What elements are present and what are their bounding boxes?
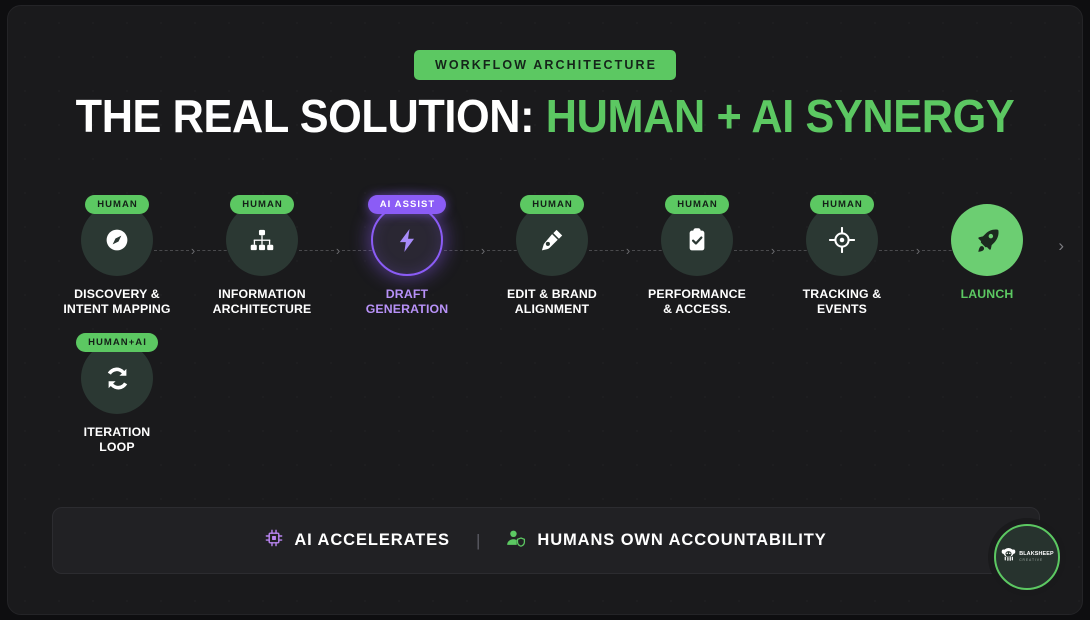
refresh-icon — [104, 365, 131, 392]
node-circle-wrap — [806, 204, 878, 276]
connector-dash — [777, 249, 812, 251]
connector-5: › — [734, 242, 812, 258]
cpu-chip-icon — [265, 529, 283, 552]
node-circle — [81, 342, 153, 414]
user-shield-icon — [506, 529, 526, 552]
connector-chevron-icon: › — [335, 242, 341, 258]
node-circle-wrap — [951, 204, 1023, 276]
node-label: DRAFT GENERATION — [365, 287, 449, 316]
node-badge: HUMAN — [85, 195, 149, 214]
brand-subtitle: CREATIVE — [1019, 557, 1044, 562]
summary-label-humans: HUMANS OWN ACCOUNTABILITY — [537, 531, 827, 549]
brand-logo-inner: BLAKSHEEP CREATIVE — [1000, 546, 1054, 568]
connector-4: › — [589, 242, 667, 258]
brand-logo-bubble[interactable]: BLAKSHEEP CREATIVE — [994, 524, 1060, 590]
pen-nib-icon — [539, 227, 565, 253]
rocket-icon — [973, 226, 1001, 254]
node-label: LAUNCH — [960, 287, 1014, 301]
connector-chevron-icon: › — [190, 242, 196, 258]
node-badge: AI ASSIST — [367, 195, 447, 214]
flow-scroll-right-chevron-icon[interactable]: › — [1058, 236, 1064, 255]
node-badge: HUMAN — [520, 195, 584, 214]
summary-card: AI ACCELERATES | HUMANS OWN ACCOUNTABILI… — [52, 507, 1040, 574]
node-circle — [226, 204, 298, 276]
node-circle — [951, 204, 1023, 276]
connector-chevron-icon: › — [625, 242, 631, 258]
eyebrow-container: WORKFLOW ARCHITECTURE — [8, 50, 1082, 80]
node-circle — [371, 204, 443, 276]
connector-chevron-icon: › — [770, 242, 776, 258]
connector-dash — [154, 249, 189, 251]
node-circle-wrap — [516, 204, 588, 276]
flow-node-launch[interactable]: LAUNCH — [912, 194, 1062, 302]
flow-node-draft-generation[interactable]: AI ASSIST DRAFT GENERATION — [332, 194, 482, 317]
connector-dash — [299, 249, 334, 251]
flow-node-information-architecture[interactable]: HUMAN — [187, 194, 337, 317]
crosshair-icon — [829, 227, 855, 253]
node-circle-wrap — [661, 204, 733, 276]
sitemap-icon — [249, 227, 275, 253]
page-title-green: HUMAN + AI SYNERGY — [545, 90, 1015, 142]
summary-label-ai: AI ACCELERATES — [294, 531, 450, 549]
connector-dash — [197, 249, 232, 251]
connector-dash — [734, 249, 769, 251]
node-circle-wrap — [371, 204, 443, 276]
node-circle — [516, 204, 588, 276]
node-badge: HUMAN — [810, 195, 874, 214]
page-frame: WORKFLOW ARCHITECTURE THE REAL SOLUTION:… — [7, 5, 1083, 615]
connector-chevron-icon: › — [915, 242, 921, 258]
node-circle — [661, 204, 733, 276]
node-circle — [806, 204, 878, 276]
connector-1: › — [154, 242, 232, 258]
connector-chevron-icon: › — [480, 242, 486, 258]
connector-dash — [589, 249, 624, 251]
summary-item-humans: HUMANS OWN ACCOUNTABILITY — [506, 529, 826, 552]
flow-node-discovery[interactable]: HUMAN DISCOVERY & INTENT MAPPING — [42, 194, 192, 317]
node-badge: HUMAN — [230, 195, 294, 214]
node-circle — [81, 204, 153, 276]
connector-dash — [487, 249, 522, 251]
summary-separator: | — [475, 530, 481, 550]
flow-node-performance-access[interactable]: HUMAN PERFORMANCE & ACCESS. — [622, 194, 772, 317]
node-label: PERFORMANCE & ACCESS. — [648, 287, 746, 316]
connector-dash — [922, 249, 957, 251]
eyebrow-badge: WORKFLOW ARCHITECTURE — [413, 50, 677, 80]
connector-dash — [632, 249, 667, 251]
flow-node-iteration-loop[interactable]: HUMAN+AI ITERATION LOOP — [42, 332, 192, 455]
node-circle-wrap — [81, 204, 153, 276]
clipboard-check-icon — [684, 227, 710, 253]
brand-logo-text: BLAKSHEEP CREATIVE — [1019, 551, 1054, 562]
connector-dash — [342, 249, 377, 251]
workflow-flow-row: › › › › › › HUMAN — [8, 194, 1082, 334]
flow-node-edit-brand-alignment[interactable]: HUMAN EDIT & BRAND ALIGNMENT — [477, 194, 627, 317]
connector-2: › — [299, 242, 377, 258]
node-label: TRACKING & EVENTS — [802, 287, 882, 316]
slide-stage: WORKFLOW ARCHITECTURE THE REAL SOLUTION:… — [8, 6, 1082, 614]
brand-name: BLAKSHEEP — [1019, 551, 1054, 558]
node-badge: HUMAN+AI — [76, 333, 158, 352]
node-circle-wrap — [226, 204, 298, 276]
node-badge: HUMAN — [665, 195, 729, 214]
node-label: ITERATION LOOP — [83, 425, 151, 454]
page-title: THE REAL SOLUTION: HUMAN + AI SYNERGY — [40, 92, 1050, 140]
page-title-white: THE REAL SOLUTION: — [75, 90, 535, 142]
connector-dash — [444, 249, 479, 251]
sheep-logo-icon — [1000, 546, 1017, 568]
node-label: DISCOVERY & INTENT MAPPING — [63, 287, 171, 316]
compass-icon — [104, 227, 130, 253]
connector-dash — [879, 249, 914, 251]
node-circle-wrap — [81, 342, 153, 414]
node-label: EDIT & BRAND ALIGNMENT — [507, 287, 597, 316]
summary-item-ai: AI ACCELERATES — [265, 529, 450, 552]
bolt-icon — [394, 227, 421, 254]
connector-6: › — [879, 242, 957, 258]
flow-node-tracking-events[interactable]: HUMAN TRACKING & EVENTS — [767, 194, 917, 317]
connector-3: › — [444, 242, 522, 258]
node-label: INFORMATION ARCHITECTURE — [212, 287, 312, 316]
